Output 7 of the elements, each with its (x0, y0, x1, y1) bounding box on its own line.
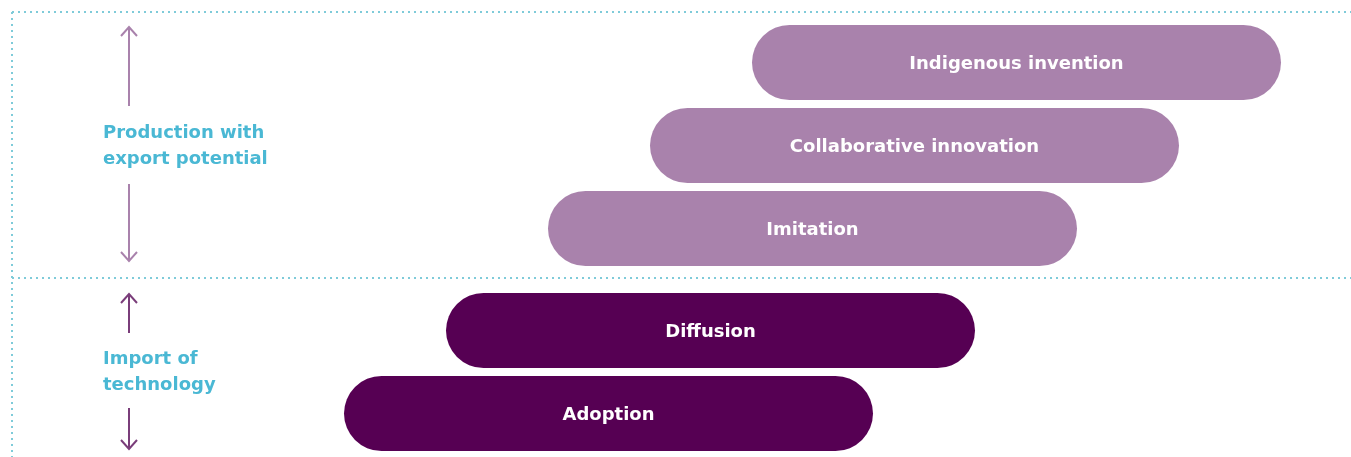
stage-label: Imitation (766, 218, 859, 239)
stage-label: Diffusion (665, 320, 756, 341)
band-label: Import of technology (103, 346, 217, 396)
stage-label: Indigenous invention (909, 52, 1124, 73)
stage-label: Adoption (562, 403, 655, 424)
band-label: Production with export potential (103, 120, 269, 170)
stage-label: Collaborative innovation (789, 135, 1040, 156)
